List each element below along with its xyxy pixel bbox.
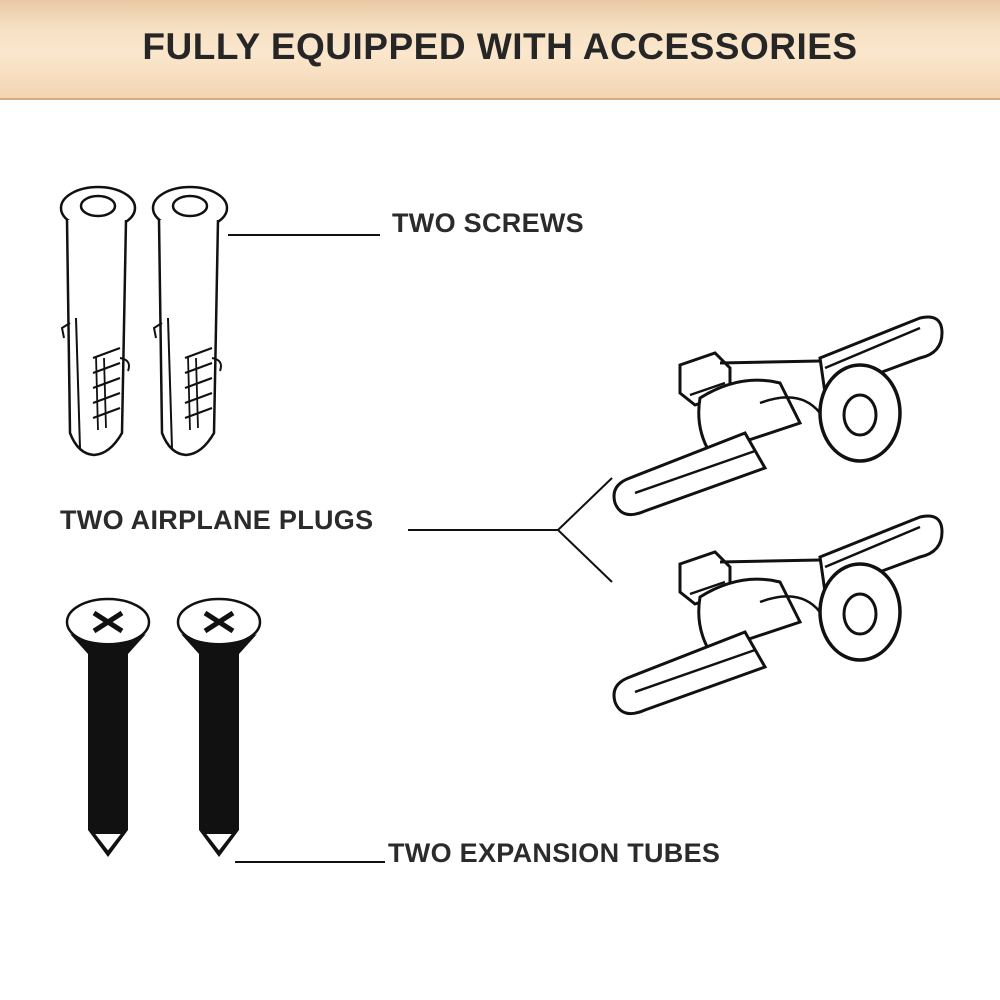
anchor-left [59, 185, 137, 457]
screw-left [67, 599, 149, 857]
label-two-expansion-tubes: TWO EXPANSION TUBES [388, 838, 721, 868]
header-banner: FULLY EQUIPPED WITH ACCESSORIES [0, 0, 1000, 100]
airplane-plug-top [612, 315, 944, 517]
leader-branch-up [557, 477, 613, 531]
page-title: FULLY EQUIPPED WITH ACCESSORIES [142, 26, 858, 67]
screw-right [178, 599, 260, 857]
anchor-right [151, 185, 229, 457]
leader-branch-down [557, 529, 613, 583]
label-two-airplane-plugs: TWO AIRPLANE PLUGS [60, 505, 374, 535]
label-two-screws: TWO SCREWS [392, 208, 584, 238]
airplane-plug-bottom [612, 514, 944, 716]
